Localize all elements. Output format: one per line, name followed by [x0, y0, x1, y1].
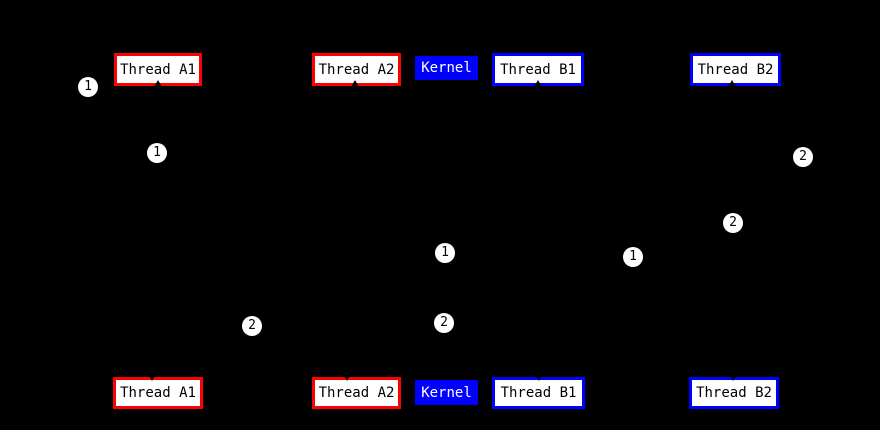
edge-arrowhead-icon — [535, 374, 543, 381]
edge-arrowhead-icon — [728, 80, 736, 87]
sequence-marker: 2 — [723, 213, 743, 233]
sequence-marker: 2 — [793, 147, 813, 167]
sequence-marker: 1 — [147, 143, 167, 163]
edge-arrowhead-icon — [729, 374, 737, 381]
node-kernel-bottom: Kernel — [415, 380, 478, 405]
node-thread-a2-top: Thread A2 — [312, 53, 401, 86]
sequence-marker: 1 — [78, 77, 98, 97]
node-thread-a1-bottom: Thread A1 — [113, 377, 203, 409]
edge-arrowhead-icon — [351, 80, 359, 87]
edge-arrowhead-icon — [154, 80, 162, 87]
edge-arrowhead-icon — [148, 374, 156, 381]
node-kernel-top: Kernel — [415, 56, 478, 80]
node-thread-b1-bottom: Thread B1 — [492, 377, 585, 409]
sequence-marker: 2 — [434, 313, 454, 333]
edge-arrowhead-icon — [343, 374, 351, 381]
edge-arrowhead-icon — [534, 80, 542, 87]
node-thread-b1-top: Thread B1 — [492, 53, 584, 86]
node-thread-b2-bottom: Thread B2 — [689, 377, 779, 409]
sequence-marker: 1 — [623, 247, 643, 267]
sequence-marker: 2 — [242, 316, 262, 336]
sequence-marker: 1 — [435, 243, 455, 263]
node-thread-a2-bottom: Thread A2 — [312, 377, 401, 409]
